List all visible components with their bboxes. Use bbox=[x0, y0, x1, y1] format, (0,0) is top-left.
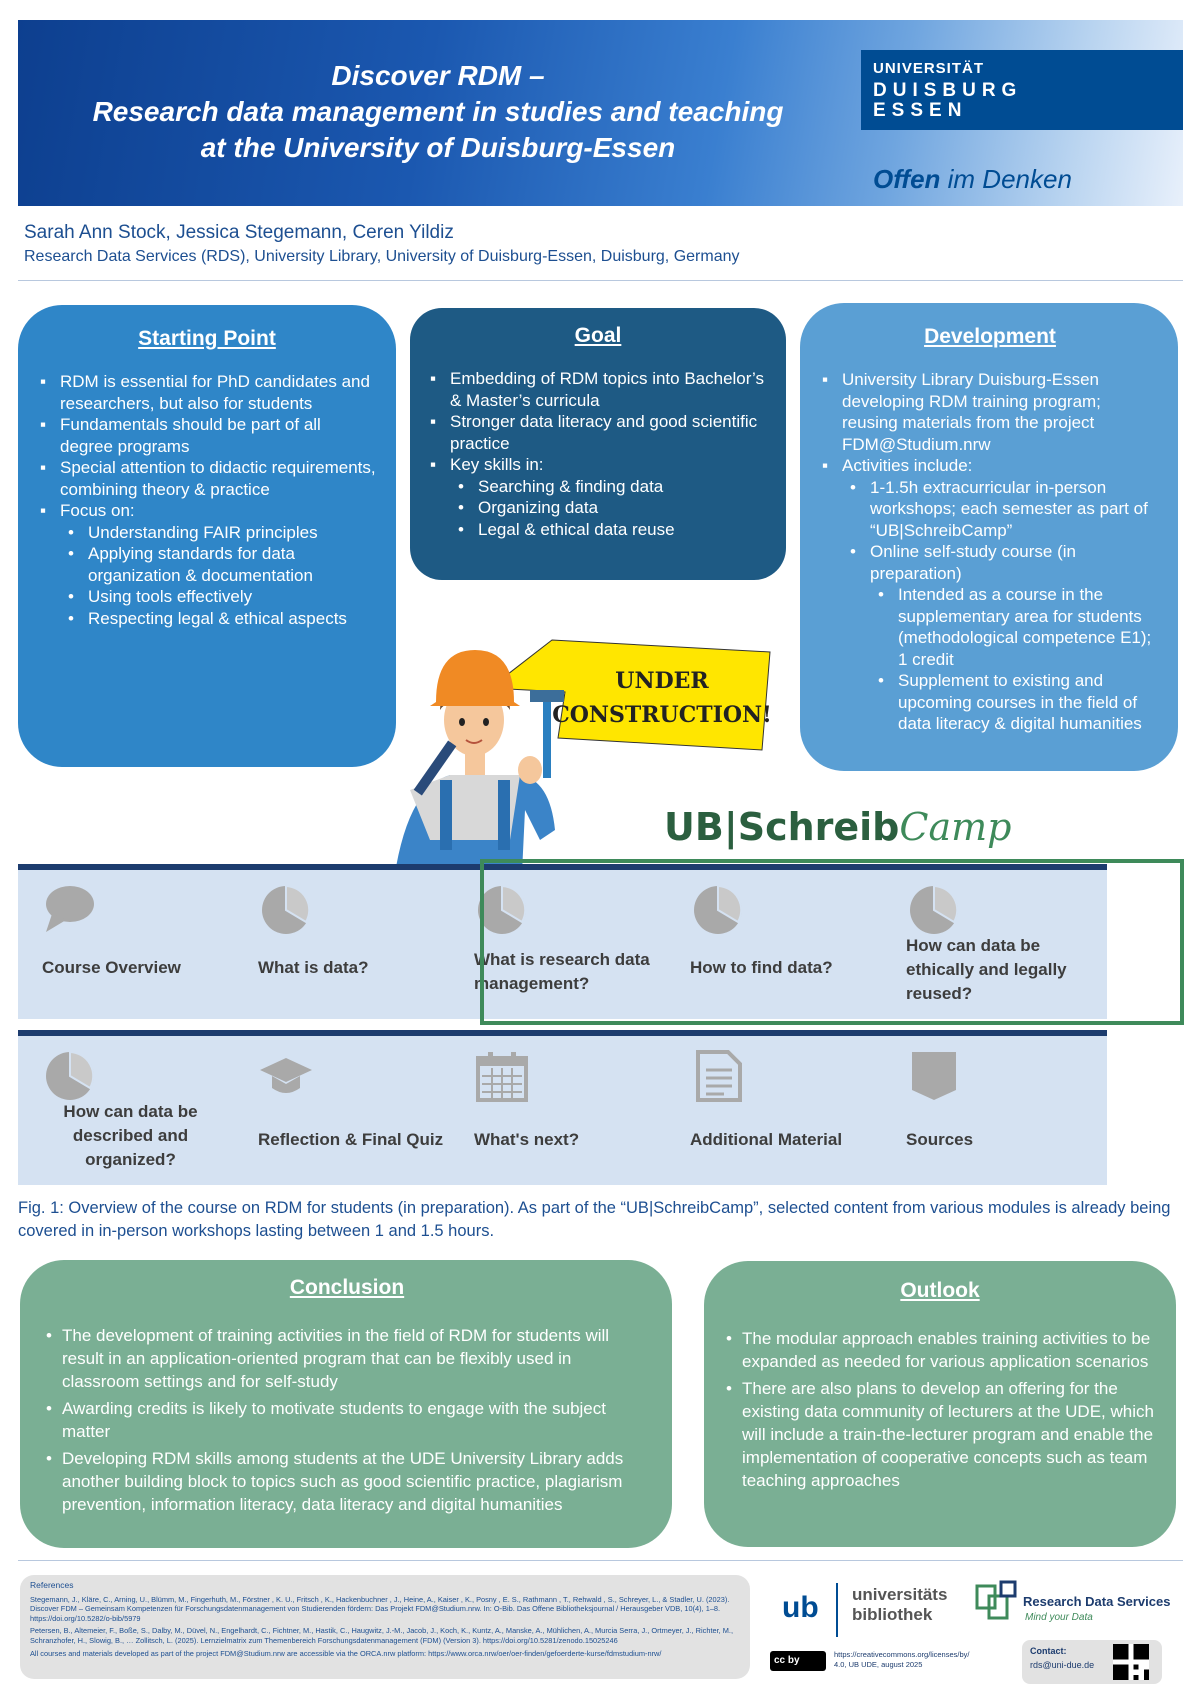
module-label: What is data? bbox=[258, 958, 369, 977]
schreibcamp-highlight-frame bbox=[480, 859, 1184, 1025]
module-label: How to find data? bbox=[690, 958, 833, 977]
ude-slogan: Offen im Denken bbox=[873, 164, 1072, 194]
speech-bubble-icon bbox=[42, 882, 98, 938]
module-tile: How can data be ethically and legally re… bbox=[882, 864, 1107, 1019]
conclusion-title: Conclusion bbox=[289, 1276, 405, 1299]
reference-item: Stegemann, J., Kläre, C., Arning, U., Bl… bbox=[30, 1594, 730, 1623]
license-text: https://creativecommons.org/licenses/by/… bbox=[834, 1650, 970, 1669]
development-title: Development bbox=[924, 325, 1056, 348]
poster-header: Discover RDM – Research data management … bbox=[18, 20, 1183, 206]
bullet-item: Respecting legal & ethical aspects bbox=[38, 608, 376, 630]
bullet-item: Intended as a course in the supplementar… bbox=[820, 584, 1160, 670]
module-tile: Course Overview bbox=[18, 864, 243, 1019]
bullet-item: Using tools effectively bbox=[38, 586, 376, 608]
module-tile: What is research data management? bbox=[450, 864, 675, 1019]
outlook-list: The modular approach enables training ac… bbox=[726, 1327, 1154, 1492]
worker-icon: UNDER CONSTRUCTION! bbox=[390, 639, 772, 915]
cc-license-badge: cc by bbox=[770, 1651, 826, 1671]
bullet-item: Supplement to existing and upcoming cour… bbox=[820, 670, 1160, 735]
bullet-item: Key skills in: bbox=[428, 454, 768, 476]
bullet-item: Activities include: bbox=[820, 455, 1160, 477]
module-label: Sources bbox=[906, 1130, 974, 1149]
bullet-item: There are also plans to develop an offer… bbox=[726, 1377, 1154, 1492]
bullet-item: Fundamentals should be part of all degre… bbox=[38, 414, 376, 457]
goal-box: Goal Embedding of RDM topics into Bachel… bbox=[410, 308, 786, 580]
development-box: Development University Library Duisburg-… bbox=[800, 303, 1178, 771]
module-label: How can data be described and organized? bbox=[63, 1102, 198, 1169]
goal-title: Goal bbox=[574, 324, 622, 347]
starting-point-list: RDM is essential for PhD candidates and … bbox=[38, 371, 376, 629]
bullet-item: Legal & ethical data reuse bbox=[428, 519, 768, 541]
references-heading: References bbox=[30, 1580, 74, 1590]
reference-item: Petersen, B., Altemeier, F., Boße, S., D… bbox=[30, 1626, 734, 1645]
development-list: University Library Duisburg-Essen develo… bbox=[820, 369, 1160, 735]
poster-title: Discover RDM – Research data management … bbox=[92, 60, 784, 163]
module-tile: How can data be described and organized? bbox=[18, 1030, 243, 1185]
module-tile: What is data? bbox=[234, 864, 459, 1019]
affiliation: Research Data Services (RDS), University… bbox=[24, 248, 740, 265]
outlook-title: Outlook bbox=[900, 1279, 980, 1302]
bullet-item: The modular approach enables training ac… bbox=[726, 1327, 1154, 1373]
pie-chart-icon bbox=[258, 882, 314, 938]
sign-line-2: CONSTRUCTION! bbox=[552, 702, 772, 728]
divider bbox=[18, 280, 1183, 281]
module-label: What is research data management? bbox=[474, 950, 650, 993]
pie-chart-icon bbox=[474, 882, 530, 938]
pie-chart-icon bbox=[42, 1048, 98, 1104]
construction-worker-illustration: UNDER CONSTRUCTION! bbox=[370, 630, 780, 920]
conclusion-list: The development of training activities i… bbox=[46, 1324, 648, 1516]
bullet-item: Embedding of RDM topics into Bachelor’s … bbox=[428, 368, 768, 411]
graduation-cap-icon bbox=[258, 1048, 314, 1104]
bullet-item: Understanding FAIR principles bbox=[38, 522, 376, 544]
module-label: Additional Material bbox=[690, 1130, 843, 1149]
schreibcamp-logo: UB|SchreibCamp bbox=[664, 805, 1012, 849]
bullet-item: Awarding credits is likely to motivate s… bbox=[46, 1397, 648, 1443]
divider bbox=[18, 1560, 1183, 1561]
bullet-item: RDM is essential for PhD candidates and … bbox=[38, 371, 376, 414]
starting-point-box: Starting Point RDM is essential for PhD … bbox=[18, 305, 396, 767]
figure-caption: Fig. 1: Overview of the course on RDM fo… bbox=[18, 1199, 1171, 1240]
bullet-item: Special attention to didactic requiremen… bbox=[38, 457, 376, 500]
outlook-box: Outlook The modular approach enables tra… bbox=[704, 1261, 1176, 1547]
contact-email[interactable]: rds@uni-due.de bbox=[1030, 1660, 1095, 1670]
bullet-item: Online self-study course (in preparation… bbox=[820, 541, 1160, 584]
bullet-item: Developing RDM skills among students at … bbox=[46, 1447, 648, 1516]
sign-line-1: UNDER bbox=[615, 668, 709, 694]
reference-item: All courses and materials developed as p… bbox=[30, 1648, 662, 1658]
module-tile: What's next? bbox=[450, 1030, 675, 1185]
bullet-item: The development of training activities i… bbox=[46, 1324, 648, 1393]
module-tile: How to find data? bbox=[666, 864, 891, 1019]
bullet-item: Stronger data literacy and good scientif… bbox=[428, 411, 768, 454]
module-tile: Sources bbox=[882, 1030, 1107, 1185]
bullet-item: Applying standards for data organization… bbox=[38, 543, 376, 586]
module-tile: Additional Material bbox=[666, 1030, 891, 1185]
calendar-icon bbox=[474, 1048, 530, 1104]
references-box: References Stegemann, J., Kläre, C., Arn… bbox=[20, 1575, 750, 1679]
module-label: Course Overview bbox=[42, 958, 181, 977]
rds-logo: Research Data Services Mind your Data bbox=[975, 1580, 1180, 1640]
ude-logo: UNIVERSITÄT DUISBURG ESSEN Offen im Denk… bbox=[861, 50, 1183, 200]
document-icon bbox=[690, 1048, 746, 1104]
module-label: What's next? bbox=[474, 1130, 580, 1149]
authors: Sarah Ann Stock, Jessica Stegemann, Cere… bbox=[24, 222, 454, 243]
bullet-item: Organizing data bbox=[428, 497, 768, 519]
bookmark-icon bbox=[906, 1048, 962, 1104]
starting-point-title: Starting Point bbox=[138, 327, 276, 350]
bullet-item: University Library Duisburg-Essen develo… bbox=[820, 369, 1160, 455]
goal-list: Embedding of RDM topics into Bachelor’s … bbox=[428, 368, 768, 540]
module-label: Reflection & Final Quiz bbox=[258, 1130, 444, 1149]
bullet-item: Searching & finding data bbox=[428, 476, 768, 498]
ub-logo: ub universitäts bibliothek bbox=[782, 1583, 962, 1643]
pie-chart-icon bbox=[690, 882, 746, 938]
pie-chart-icon bbox=[906, 882, 962, 938]
module-tile: Reflection & Final Quiz bbox=[234, 1030, 459, 1185]
qr-code-icon[interactable] bbox=[1113, 1644, 1149, 1680]
conclusion-box: Conclusion The development of training a… bbox=[20, 1260, 672, 1548]
module-label: How can data be ethically and legally re… bbox=[906, 936, 1067, 1003]
bullet-item: 1-1.5h extracurricular in-person worksho… bbox=[820, 477, 1160, 542]
rds-mark-icon bbox=[975, 1580, 1017, 1620]
bullet-item: Focus on: bbox=[38, 500, 376, 522]
